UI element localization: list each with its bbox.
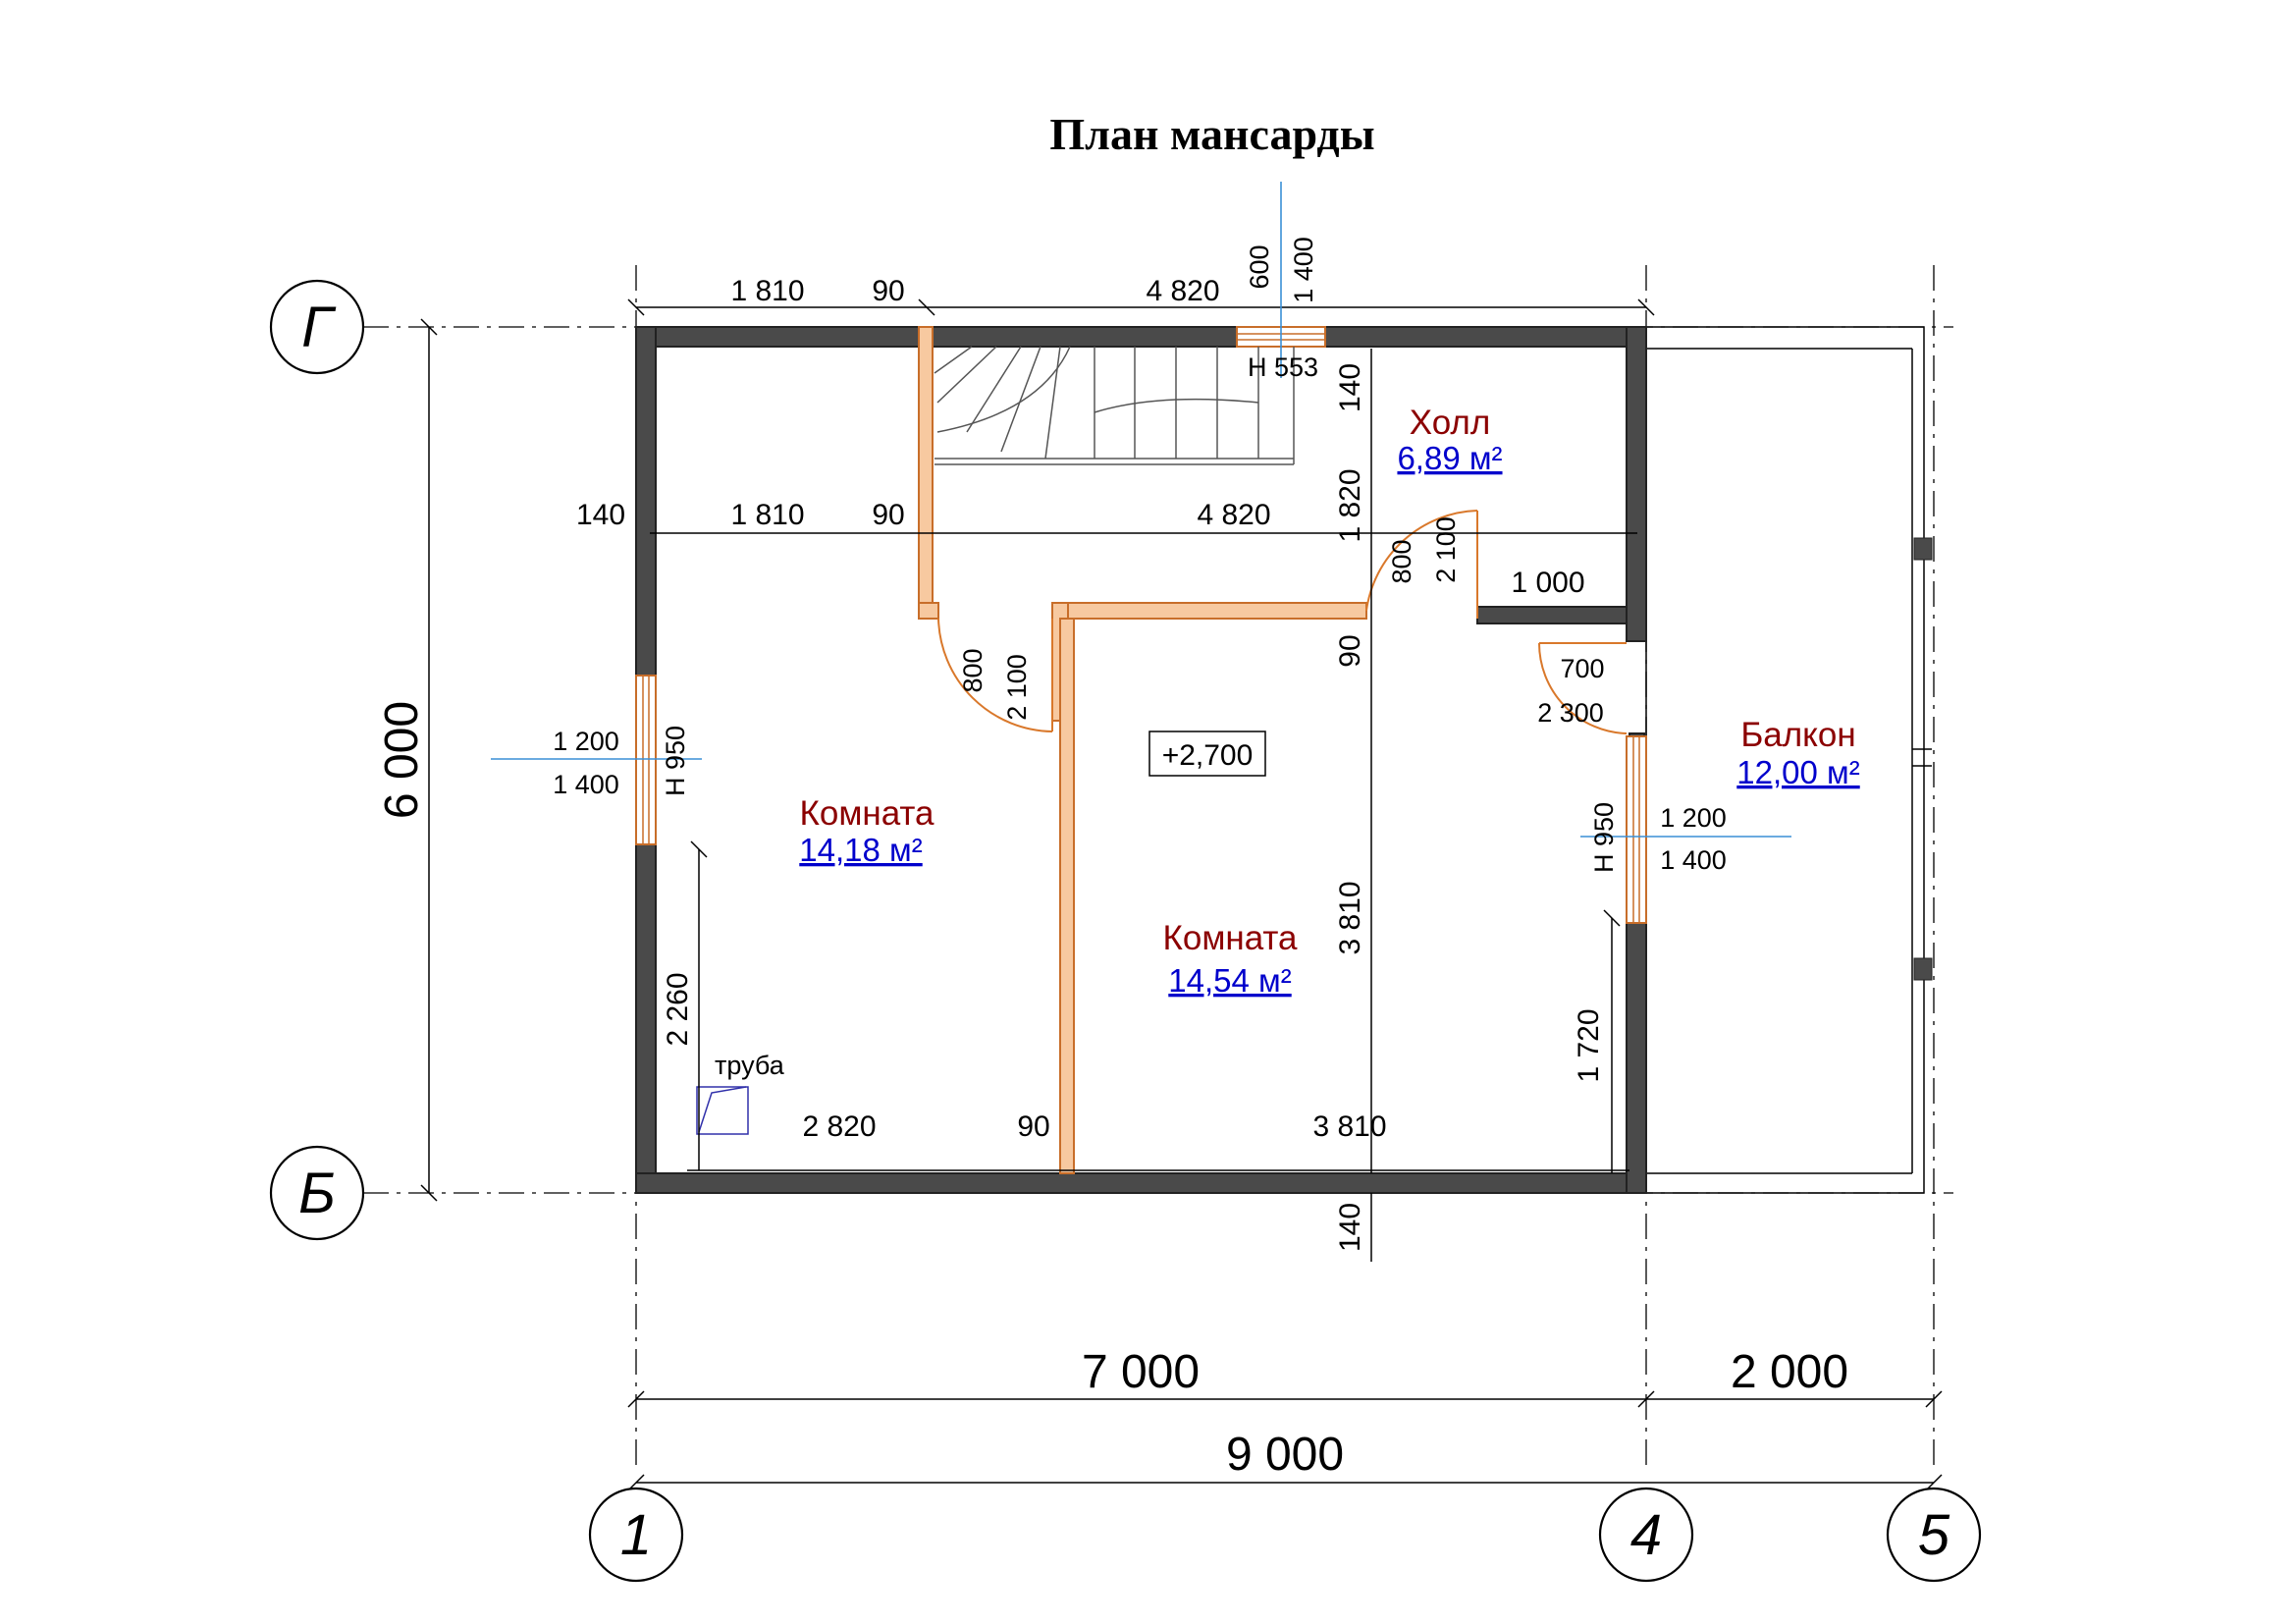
dim-v2260: 2 260 bbox=[662, 972, 694, 1046]
dimension-lines bbox=[420, 298, 1943, 1491]
dim-h950-left: H 950 bbox=[661, 726, 690, 796]
room-area-hall: 6,89 м² bbox=[1397, 440, 1502, 476]
svg-text:5: 5 bbox=[1918, 1503, 1950, 1567]
dim-win1200-right: 1 200 bbox=[1660, 803, 1727, 833]
room-name-hall: Холл bbox=[1410, 404, 1491, 442]
level-mark: +2,700 bbox=[1162, 739, 1254, 772]
room-name-balcony: Балкон bbox=[1740, 716, 1855, 754]
dim-v140-bottom: 140 bbox=[1334, 1203, 1366, 1252]
overall-dim-7000: 7 000 bbox=[1082, 1346, 1200, 1398]
window-callout-lines bbox=[491, 182, 1791, 838]
room-name-center: Комната bbox=[1162, 919, 1298, 957]
dim-door2100-room: 2 100 bbox=[1002, 654, 1032, 721]
axis-bubble-5: 5 bbox=[1886, 1487, 1982, 1583]
dim-mid-140: 140 bbox=[576, 499, 625, 531]
staircase bbox=[934, 346, 1295, 465]
level-mark-box bbox=[1148, 731, 1266, 777]
overall-dim-2000: 2 000 bbox=[1731, 1346, 1848, 1398]
dim-win1200-left: 1 200 bbox=[553, 727, 619, 756]
dim-door800-hall: 800 bbox=[1387, 539, 1416, 583]
exterior-walls bbox=[635, 326, 1647, 1194]
dim-win1400-right: 1 400 bbox=[1660, 845, 1727, 875]
dim-h553: H 553 bbox=[1248, 352, 1318, 382]
dim-v90: 90 bbox=[1334, 634, 1366, 667]
room-area-balcony: 12,00 м² bbox=[1736, 754, 1859, 790]
dim-top-90: 90 bbox=[872, 275, 904, 307]
pipe bbox=[696, 1086, 749, 1135]
dim-door700: 700 bbox=[1560, 654, 1604, 683]
dim-v1820: 1 820 bbox=[1334, 468, 1366, 542]
room-area-left: 14,18 м² bbox=[799, 832, 922, 868]
dim-top-1400: 1 400 bbox=[1289, 237, 1318, 303]
axis-bubble-1: 1 bbox=[588, 1487, 684, 1583]
dim-top-600: 600 bbox=[1245, 244, 1274, 289]
axis-bubble-b: Б bbox=[269, 1145, 365, 1241]
dim-door800-room: 800 bbox=[958, 648, 988, 692]
dim-mid-1810: 1 810 bbox=[730, 499, 804, 531]
svg-text:Б: Б bbox=[298, 1162, 336, 1225]
dim-top-1810: 1 810 bbox=[730, 275, 804, 307]
dim-win1400-left: 1 400 bbox=[553, 770, 619, 799]
pipe-label: труба bbox=[715, 1051, 785, 1080]
dim-door2100-hall: 2 100 bbox=[1431, 516, 1461, 583]
partitions bbox=[918, 326, 1367, 1174]
overall-dim-9000: 9 000 bbox=[1226, 1429, 1344, 1481]
dim-mid-90: 90 bbox=[872, 499, 904, 531]
overall-dim-6000: 6 000 bbox=[376, 701, 428, 819]
dim-140-hall: 140 bbox=[1334, 363, 1366, 412]
dim-v1720: 1 720 bbox=[1573, 1008, 1605, 1082]
axis-bubble-4: 4 bbox=[1598, 1487, 1694, 1583]
svg-text:Г: Г bbox=[301, 296, 337, 359]
room-name-left: Комната bbox=[799, 794, 934, 833]
dim-top-4820: 4 820 bbox=[1146, 275, 1219, 307]
dim-h950-right: H 950 bbox=[1589, 802, 1619, 873]
dim-mid-4820: 4 820 bbox=[1197, 499, 1270, 531]
room-area-center: 14,54 м² bbox=[1168, 962, 1291, 999]
dim-door2300: 2 300 bbox=[1537, 698, 1604, 728]
dim-bot-90: 90 bbox=[1017, 1110, 1049, 1143]
dim-v3810: 3 810 bbox=[1334, 881, 1366, 954]
axis-bubble-g: Г bbox=[269, 279, 365, 375]
dim-bot-3810: 3 810 bbox=[1312, 1110, 1386, 1143]
plan-title: План мансарды bbox=[1049, 109, 1374, 159]
dim-bot-2820: 2 820 bbox=[802, 1110, 876, 1143]
svg-text:1: 1 bbox=[620, 1503, 652, 1567]
svg-text:4: 4 bbox=[1630, 1503, 1662, 1567]
dim-1000: 1 000 bbox=[1511, 567, 1584, 599]
windows bbox=[635, 326, 1647, 924]
